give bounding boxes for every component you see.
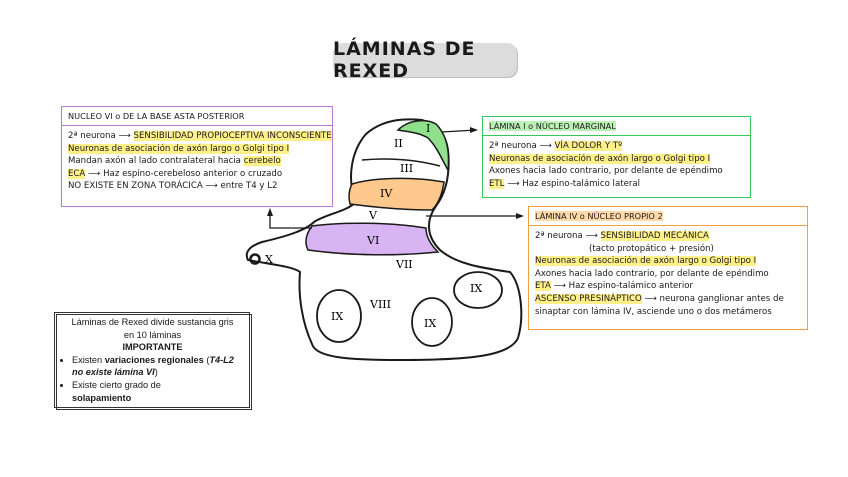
note-bullet-variations: Existen variaciones regionales (T4-L2 no… <box>72 354 247 379</box>
nucleo-vi-box: NUCLEO VI o DE LA BASE ASTA POSTERIOR 2ª… <box>61 106 333 207</box>
lamina-4-region <box>349 178 444 210</box>
label-lamina-2: II <box>394 137 403 150</box>
summary-note: Láminas de Rexed divide sustancia gris e… <box>54 312 251 410</box>
posterior-function: SENSIBILIDAD PROPIOCEPTIVA INCONSCIENTE <box>134 131 332 141</box>
lamina-4-box: LÁMINA IV o NÚCLEO PROPIO 2 2ª neurona ⟶… <box>528 206 808 330</box>
label-lamina-7: VII <box>395 258 413 271</box>
label-lamina-3: III <box>400 162 413 175</box>
label-lamina-9-right: IX <box>424 317 436 330</box>
nucleo-vi-header: NUCLEO VI o DE LA BASE ASTA POSTERIOR <box>62 107 332 126</box>
lamina-1-box: LÁMINA I o NÚCLEO MARGINAL 2ª neurona ⟶ … <box>482 116 751 198</box>
label-lamina-1: I <box>426 122 430 135</box>
label-lamina-8: VIII <box>369 298 391 311</box>
lamina-4-header: LÁMINA IV o NÚCLEO PROPIO 2 <box>529 207 807 226</box>
label-lamina-9-lateral: IX <box>470 282 482 295</box>
label-lamina-6: VI <box>366 234 379 247</box>
arrow-to-posterior <box>270 212 312 228</box>
label-lamina-5: V <box>368 209 378 222</box>
lamina-1-header: LÁMINA I o NÚCLEO MARGINAL <box>483 117 750 136</box>
label-lamina-10: X <box>265 253 273 266</box>
label-lamina-4: IV <box>380 187 393 200</box>
label-lamina-9-left: IX <box>331 310 343 323</box>
